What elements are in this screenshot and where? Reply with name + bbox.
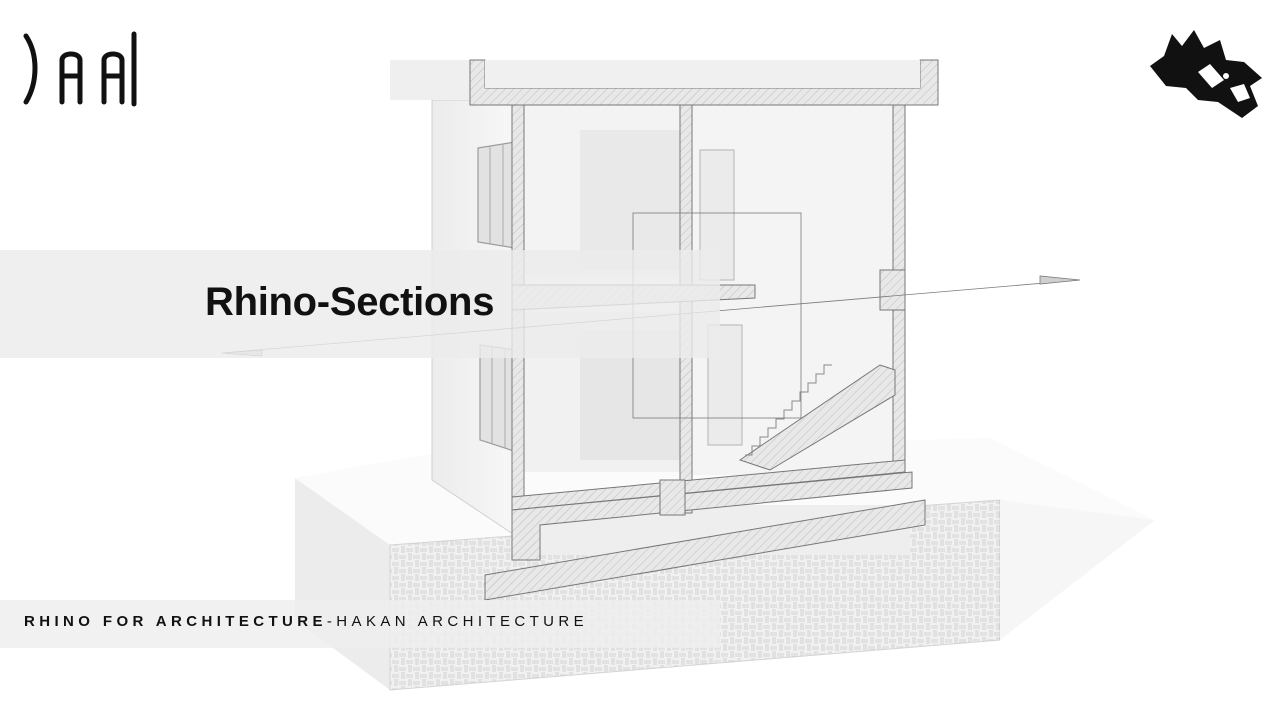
- title-band: [0, 250, 720, 358]
- ground-block: [295, 438, 1155, 691]
- rhino-logo-icon: [1150, 30, 1262, 118]
- side-window-upper: [477, 141, 516, 249]
- subtitle-bold: RHINO FOR ARCHITECTURE: [24, 613, 327, 630]
- hakan-architecture-logo-icon: [23, 31, 137, 107]
- subtitle: RHINO FOR ARCHITECTURE-HAKAN ARCHITECTUR…: [24, 613, 588, 630]
- subtitle-band: [0, 600, 720, 648]
- stair-steps: [745, 364, 832, 456]
- section-cut: [469, 59, 939, 601]
- roof-slab: [485, 60, 920, 88]
- page-title: Rhino-Sections: [205, 280, 495, 324]
- house-volume: [390, 60, 523, 541]
- subtitle-rest: -HAKAN ARCHITECTURE: [326, 613, 589, 630]
- side-window-lower: [479, 344, 518, 453]
